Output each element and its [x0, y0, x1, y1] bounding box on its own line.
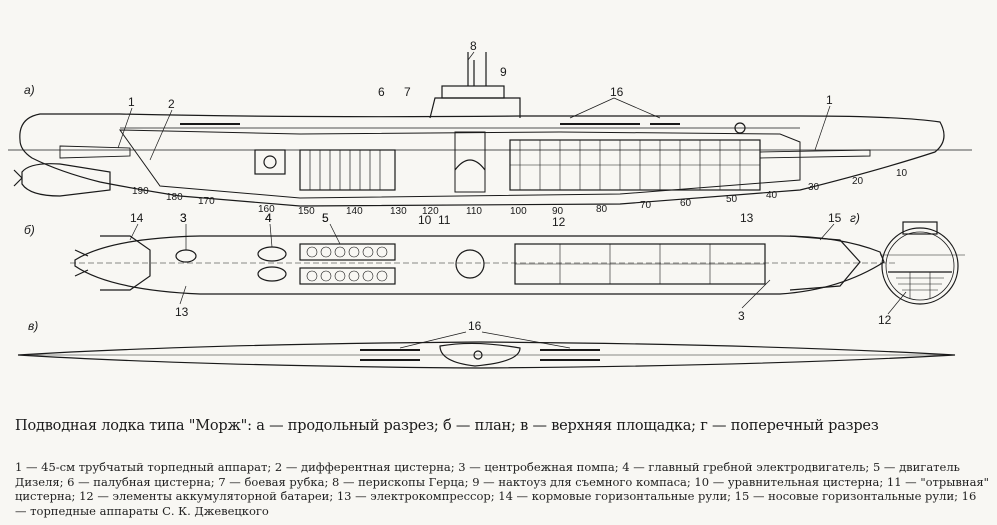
- svg-text:11: 11: [438, 213, 451, 227]
- svg-text:13: 13: [175, 305, 189, 319]
- svg-text:10: 10: [418, 213, 432, 227]
- svg-text:170: 170: [198, 196, 215, 207]
- svg-text:160: 160: [258, 204, 275, 215]
- top-platform-view: [17, 341, 956, 369]
- svg-text:13: 13: [740, 211, 754, 225]
- svg-text:10: 10: [896, 168, 908, 179]
- svg-text:20: 20: [852, 176, 864, 187]
- view-label-b: б): [24, 223, 35, 237]
- svg-text:90: 90: [552, 206, 564, 217]
- cross-section: [880, 221, 965, 305]
- svg-text:8: 8: [470, 39, 477, 53]
- svg-text:9: 9: [500, 65, 507, 79]
- svg-text:4: 4: [265, 211, 272, 225]
- svg-text:1: 1: [128, 95, 135, 109]
- plan-view: [70, 235, 895, 295]
- view-label-g: г): [850, 211, 860, 225]
- view-label-a: а): [24, 83, 35, 97]
- svg-text:5: 5: [322, 211, 329, 225]
- svg-text:14: 14: [130, 211, 144, 225]
- svg-text:110: 110: [466, 206, 482, 217]
- callouts-a: 1 2 3 4 5 6 7 8 9 10 11 12 13 16 1: [128, 39, 833, 229]
- figure-caption: Подводная лодка типа "Морж": а — продоль…: [15, 418, 879, 434]
- svg-text:80: 80: [596, 204, 608, 215]
- submarine-drawing: а): [8, 39, 972, 369]
- svg-text:1: 1: [826, 93, 833, 107]
- callout-v-16: 16: [468, 319, 482, 333]
- svg-text:3: 3: [180, 211, 187, 225]
- svg-text:16: 16: [610, 85, 624, 99]
- svg-text:140: 140: [346, 206, 363, 217]
- svg-text:40: 40: [766, 190, 778, 201]
- svg-text:70: 70: [640, 200, 652, 211]
- svg-text:190: 190: [132, 186, 149, 197]
- svg-text:130: 130: [390, 206, 407, 217]
- svg-text:2: 2: [168, 97, 175, 111]
- svg-text:120: 120: [422, 206, 439, 217]
- svg-text:7: 7: [404, 85, 411, 99]
- longitudinal-section: [8, 52, 972, 207]
- figure-legend: 1 — 45-см трубчатый торпедный аппарат; 2…: [15, 460, 989, 518]
- svg-text:30: 30: [808, 182, 820, 193]
- svg-text:5: 5: [322, 211, 329, 225]
- svg-text:12: 12: [552, 215, 566, 229]
- callouts-b: 14 3 4 5 13 3 15: [130, 211, 842, 323]
- svg-text:3: 3: [738, 309, 745, 323]
- svg-text:50: 50: [726, 194, 738, 205]
- svg-text:3: 3: [180, 211, 187, 225]
- svg-text:6: 6: [378, 85, 385, 99]
- callout-g-12: 12: [878, 313, 892, 327]
- svg-text:180: 180: [166, 192, 183, 203]
- svg-text:60: 60: [680, 198, 692, 209]
- view-label-v: в): [28, 319, 38, 333]
- svg-text:15: 15: [828, 211, 842, 225]
- svg-text:150: 150: [298, 206, 315, 217]
- svg-text:4: 4: [265, 211, 272, 225]
- svg-text:100: 100: [510, 206, 527, 217]
- frame-numbers: 190 180 170 160 150 140 130 120 110 100 …: [132, 168, 908, 217]
